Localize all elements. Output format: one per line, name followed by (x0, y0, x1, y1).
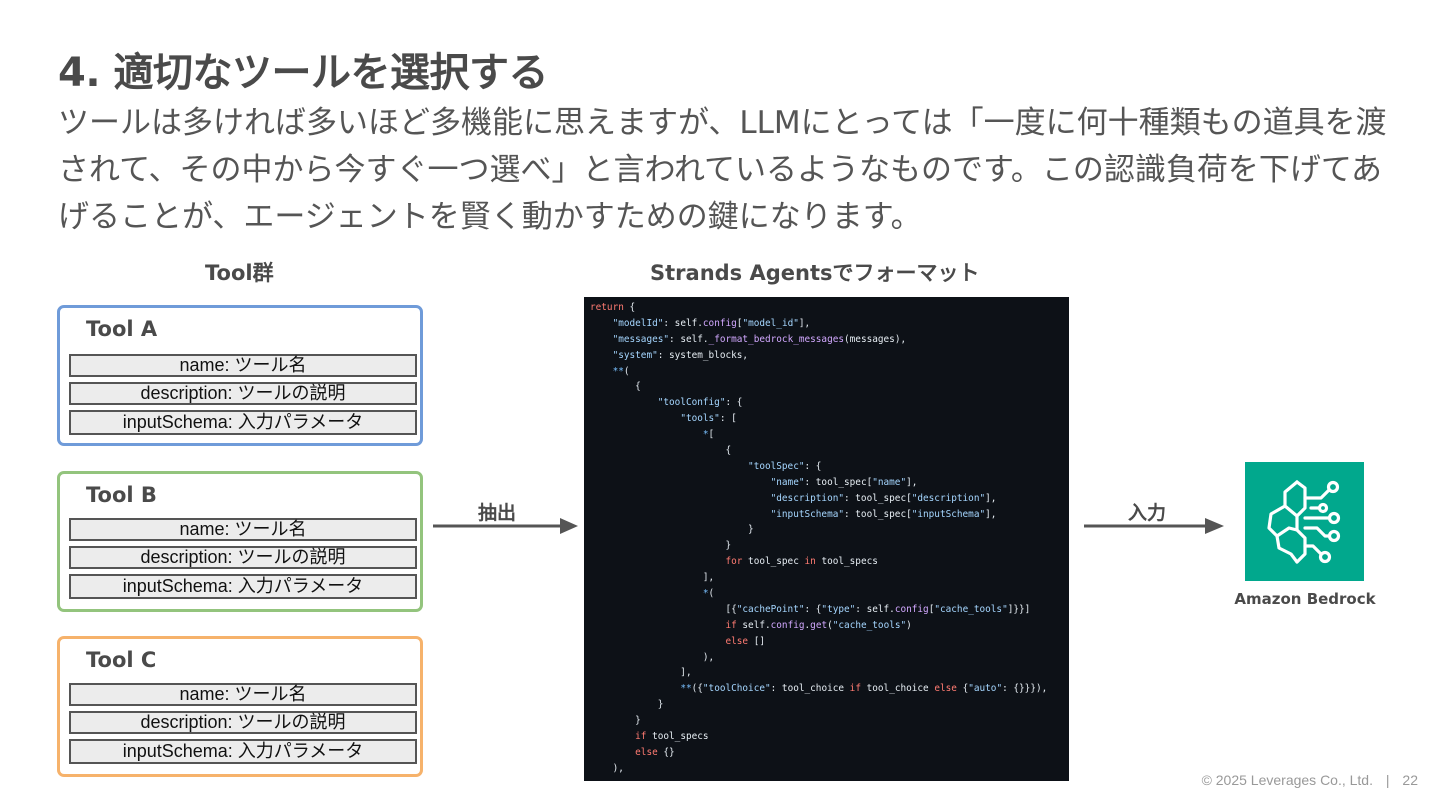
code-line: } (590, 699, 664, 711)
code-line: { (590, 381, 641, 393)
tool-card-c: Tool C name: ツール名 description: ツールの説明 in… (57, 636, 423, 777)
extract-label: 抽出 (478, 502, 517, 524)
code-line: "toolSpec": { (748, 460, 822, 472)
code-line: ), (590, 651, 715, 663)
tool-field-input-schema: inputSchema: 入力パラメータ (69, 574, 417, 599)
code-line: [{"cachePoint": {"type": self.config["ca… (590, 603, 1031, 615)
tools-heading: Tool群 (205, 261, 274, 285)
code-line: "system": system_blocks, (612, 349, 749, 361)
tool-card-a: Tool A name: ツール名 description: ツールの説明 in… (57, 305, 423, 446)
page-number: 22 (1402, 772, 1418, 788)
code-line: { (590, 445, 732, 457)
code-line: "messages": self._format_bedrock_message… (612, 333, 907, 345)
page-description: ツールは多ければ多いほど多機能に思えますが、LLMにとっては「一度に何十種類もの… (58, 105, 1387, 235)
code-line: if self.config.get("cache_tools") (725, 619, 912, 631)
code-panel: return { "modelId": self.config["model_i… (584, 297, 1069, 781)
code-line: else {} (635, 746, 675, 758)
tool-field-description: description: ツールの説明 (69, 546, 417, 569)
code-line: return { (590, 302, 636, 313)
tool-field-name: name: ツール名 (69, 354, 417, 377)
code-line: if tool_specs (635, 731, 709, 743)
code-line: ], (590, 572, 715, 584)
tool-field-name: name: ツール名 (69, 683, 417, 706)
amazon-bedrock-label: Amazon Bedrock (1234, 590, 1376, 608)
copyright-text: © 2025 Leverages Co., Ltd. (1201, 772, 1373, 788)
amazon-bedrock-logo (1245, 462, 1364, 581)
code-line: ], (590, 667, 692, 679)
code-line: } (590, 715, 641, 727)
code-line: "tools": [ (680, 413, 737, 425)
code-line: "description": tool_spec["description"], (770, 492, 997, 504)
code-line: for tool_spec in tool_specs (725, 556, 878, 568)
footer: © 2025 Leverages Co., Ltd. | 22 (1202, 772, 1418, 788)
tool-field-name: name: ツール名 (69, 518, 417, 541)
code-line: else [] (725, 635, 765, 647)
tool-name: Tool C (86, 648, 157, 672)
input-label: 入力 (1128, 502, 1167, 524)
tool-card-b: Tool B name: ツール名 description: ツールの説明 in… (57, 471, 423, 612)
code-line: } (590, 540, 732, 552)
input-arrow (1084, 518, 1224, 534)
code-line: "inputSchema": tool_spec["inputSchema"], (770, 508, 997, 520)
tool-field-input-schema: inputSchema: 入力パラメータ (69, 739, 417, 764)
bedrock-brain-icon (1267, 480, 1341, 564)
page-title: 4. 適切なツールを選択する (58, 50, 548, 96)
tool-field-description: description: ツールの説明 (69, 711, 417, 734)
code-line: } (590, 524, 754, 536)
tool-field-input-schema: inputSchema: 入力パラメータ (69, 410, 417, 435)
extract-arrow (433, 518, 578, 534)
format-heading: Strands Agentsでフォーマット (650, 261, 980, 285)
code-line: *( (702, 588, 715, 600)
footer-divider: | (1385, 772, 1390, 788)
code-line: "toolConfig": { (657, 397, 743, 409)
code-line: *[ (702, 429, 715, 441)
tool-field-description: description: ツールの説明 (69, 382, 417, 405)
code-line: **({"toolChoice": tool_choice if tool_ch… (680, 683, 1048, 695)
code-line: ), (590, 762, 624, 774)
code-line: "modelId": self.config["model_id"], (612, 317, 811, 329)
tool-name: Tool B (86, 483, 157, 507)
code-line: **( (612, 365, 630, 377)
tool-name: Tool A (86, 317, 158, 341)
code-line: "name": tool_spec["name"], (770, 476, 918, 488)
